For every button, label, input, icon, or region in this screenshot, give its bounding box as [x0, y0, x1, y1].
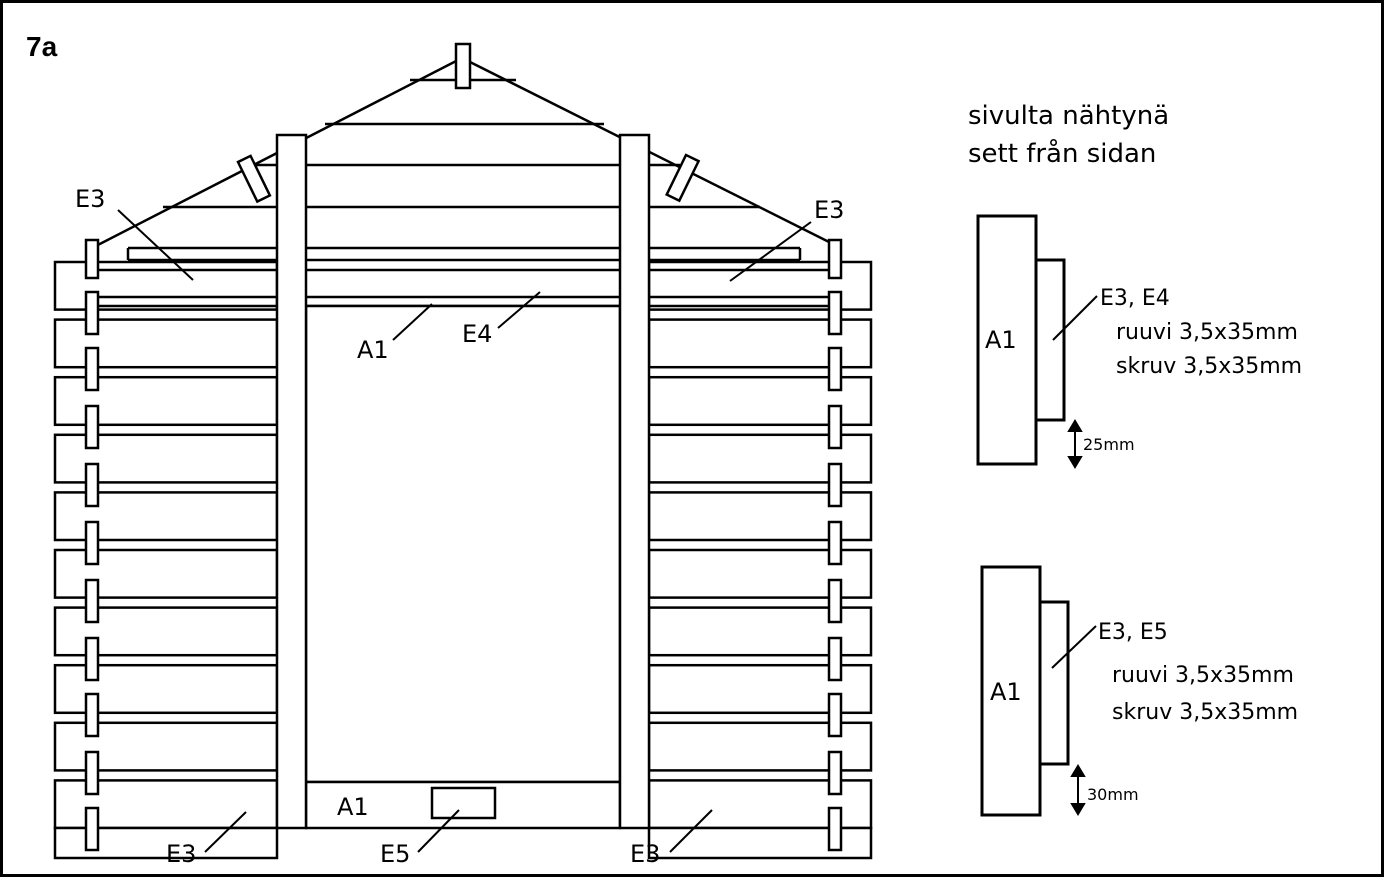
left-post: [275, 133, 308, 830]
detail-bottom-screw-sv: skruv 3,5x35mm: [1112, 700, 1298, 725]
detail-top-screw-fi: ruuvi 3,5x35mm: [1116, 320, 1298, 345]
label-e3-top-right: E3: [814, 196, 844, 224]
detail-bottom-offset: 30mm: [1087, 785, 1139, 804]
clip-right-5: [827, 462, 843, 508]
clip-left-1: [84, 238, 100, 280]
clip-left-6: [84, 520, 100, 566]
clip-right-8: [827, 636, 843, 682]
clip-left-4: [84, 404, 100, 450]
detail-top-screw-sv: skruv 3,5x35mm: [1116, 354, 1302, 379]
label-e4-upper: E4: [462, 320, 492, 348]
label-e5-bottom: E5: [380, 840, 410, 868]
clip-left-3: [84, 346, 100, 392]
detail-top-leader: [1052, 295, 1098, 341]
detail-bottom-pieces: E3, E5: [1098, 620, 1168, 645]
roof-bracket-top: [454, 42, 472, 90]
clip-right-2: [827, 290, 843, 336]
detail-top-pieces: E3, E4: [1100, 286, 1170, 311]
clip-left-2: [84, 290, 100, 336]
detail-bottom-dimension-arrow: [1070, 764, 1086, 816]
step-label: 7a: [26, 31, 58, 62]
clip-right-4: [827, 404, 843, 450]
leader-lines: [117, 209, 812, 853]
clip-left-7: [84, 578, 100, 624]
clip-left-8: [84, 636, 100, 682]
detail-bottom-e3e5: [1038, 600, 1070, 766]
detail-top-dimension-arrow: [1067, 419, 1083, 469]
label-e3-bottom-right: E3: [630, 840, 660, 868]
clip-right-3: [827, 346, 843, 392]
clip-left-10: [84, 750, 100, 796]
e5-block: [430, 786, 497, 820]
right-post: [618, 133, 651, 830]
clip-right-9: [827, 692, 843, 738]
door-opening: [304, 304, 622, 784]
label-a1-upper: A1: [357, 336, 389, 364]
clip-right-1: [827, 238, 843, 280]
detail-bottom-leader: [1051, 625, 1097, 669]
detail-top-a1: [976, 214, 1038, 466]
detail-top-part: A1: [985, 326, 1017, 354]
detail-top-e3e4: [1034, 258, 1066, 422]
label-e3-top-left: E3: [75, 185, 105, 213]
clip-left-5: [84, 462, 100, 508]
clip-right-11: [827, 806, 843, 852]
clip-left-11: [84, 806, 100, 852]
clip-left-9: [84, 692, 100, 738]
label-a1-bottom: A1: [337, 793, 369, 821]
clip-right-10: [827, 750, 843, 796]
caption-finnish: sivulta nähtynä: [968, 101, 1169, 131]
gable-boards: [126, 78, 802, 262]
detail-bottom-part: A1: [990, 678, 1022, 706]
caption-swedish: sett från sidan: [968, 138, 1156, 169]
detail-top: [976, 214, 1066, 466]
detail-top-offset: 25mm: [1083, 435, 1135, 454]
roof-bracket-right: [665, 153, 701, 203]
detail-bottom: [980, 565, 1070, 817]
clip-right-7: [827, 578, 843, 624]
clip-right-6: [827, 520, 843, 566]
label-e3-bottom-left: E3: [166, 840, 196, 868]
detail-bottom-screw-fi: ruuvi 3,5x35mm: [1112, 663, 1294, 688]
wall-elevation: [53, 42, 873, 860]
roof-bracket-left: [236, 154, 272, 204]
side-clips: [84, 238, 843, 852]
